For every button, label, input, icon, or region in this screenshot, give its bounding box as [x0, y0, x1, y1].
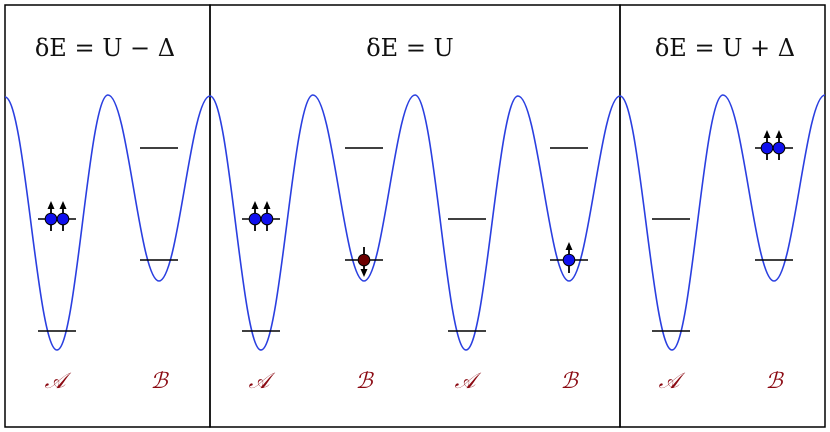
panel-right-equation: δE = U + Δ	[655, 34, 795, 62]
panel-right-frame	[619, 4, 826, 428]
electrons	[44, 130, 786, 277]
electron-single-down	[357, 247, 371, 277]
site-label-b: ℬ	[560, 369, 579, 394]
electron-up	[260, 212, 274, 226]
site-label-a: 𝒜	[455, 369, 482, 394]
panel-middle-equation: δE = U	[366, 34, 454, 62]
site-label-b: ℬ	[765, 369, 784, 394]
potential-curve	[4, 94, 826, 351]
electron-down	[357, 253, 371, 267]
site-label-b: ℬ	[355, 369, 374, 394]
energy-levels	[38, 147, 793, 332]
site-label-a: 𝒜	[249, 369, 276, 394]
electron-pair-up	[248, 201, 274, 231]
electron-up	[44, 212, 58, 226]
site-label-a: 𝒜	[45, 369, 72, 394]
electron-pair-up	[760, 130, 786, 160]
electron-pair-up	[44, 201, 70, 231]
site-label-a: 𝒜	[659, 369, 686, 394]
electron-up	[248, 212, 262, 226]
electron-single-up	[562, 242, 576, 273]
electron-up	[562, 253, 576, 267]
electron-up	[772, 141, 786, 155]
panel-left-equation: δE = U − Δ	[35, 34, 175, 62]
electron-up	[760, 141, 774, 155]
site-label-b: ℬ	[150, 369, 169, 394]
electron-up	[56, 212, 70, 226]
